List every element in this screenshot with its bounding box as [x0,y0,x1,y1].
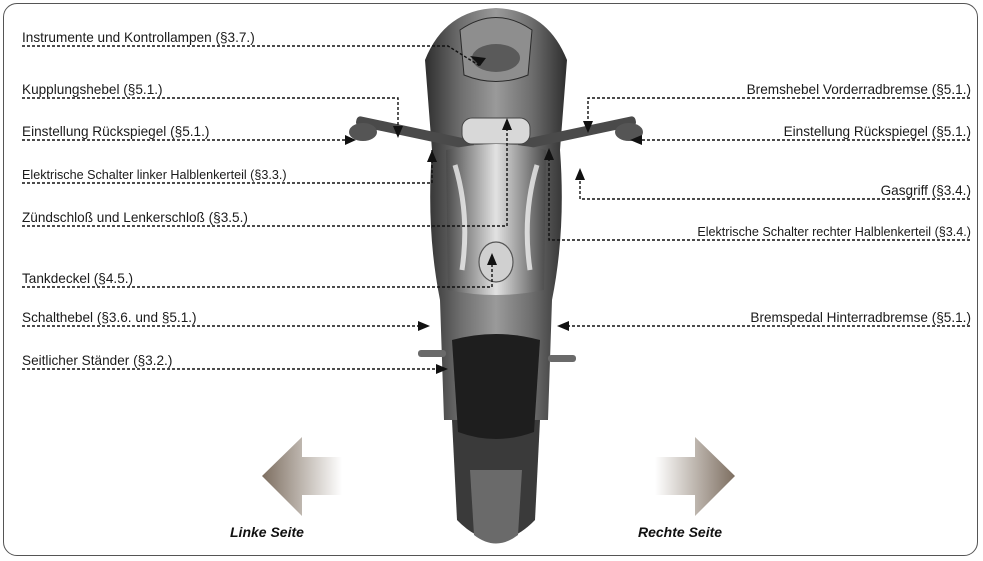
label-instruments: Instrumente und Kontrollampen (§3.7.) [22,30,255,46]
left-side-arrow-icon [262,437,342,516]
label-tank-cap: Tankdeckel (§4.5.) [22,271,133,287]
label-mirror-right: Einstellung Rückspiegel (§5.1.) [784,124,971,140]
right-side-caption: Rechte Seite [638,524,722,540]
right-side-arrow-icon [655,437,735,516]
label-right-switches: Elektrische Schalter rechter Halblenkert… [697,224,971,240]
label-side-stand: Seitlicher Ständer (§3.2.) [22,353,172,369]
label-gear-lever: Schalthebel (§3.6. und §5.1.) [22,310,197,326]
label-clutch-lever: Kupplungshebel (§5.1.) [22,82,163,98]
label-ignition-lock: Zündschloß und Lenkerschloß (§3.5.) [22,210,248,226]
label-front-brake-lever: Bremshebel Vorderradbremse (§5.1.) [747,82,971,98]
left-side-caption: Linke Seite [230,524,304,540]
label-rear-brake-pedal: Bremspedal Hinterradbremse (§5.1.) [750,310,971,326]
label-mirror-left: Einstellung Rückspiegel (§5.1.) [22,124,209,140]
label-left-switches: Elektrische Schalter linker Halblenkerte… [22,167,287,183]
label-throttle: Gasgriff (§3.4.) [881,183,971,199]
motorcycle-illustration [349,8,643,544]
